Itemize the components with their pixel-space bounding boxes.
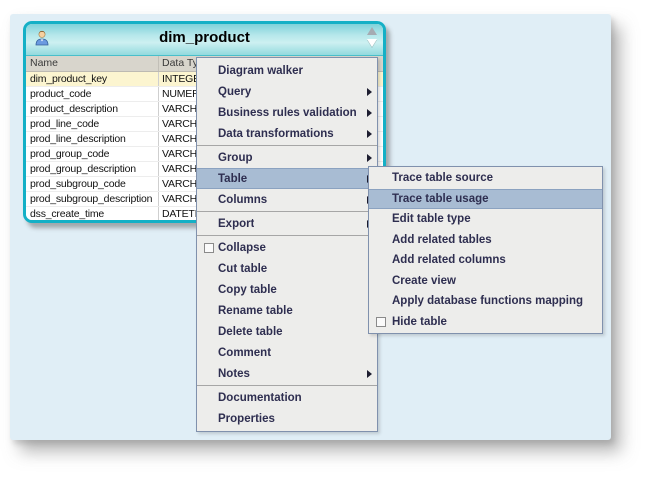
menu-item-export[interactable]: Export: [197, 213, 377, 234]
column-name: prod_line_description: [26, 132, 159, 146]
menu-item-copy-table[interactable]: Copy table: [197, 279, 377, 300]
menu-separator: [197, 145, 377, 146]
column-name: dss_create_time: [26, 207, 159, 220]
menu-item-label: Rename table: [218, 304, 293, 317]
table-submenu: Trace table source Trace table usage Edi…: [368, 166, 603, 334]
table-header[interactable]: dim_product: [26, 24, 383, 56]
menu-item-properties[interactable]: Properties: [197, 408, 377, 429]
menu-item-label: Add related columns: [392, 254, 506, 267]
menu-item-label: Trace table source: [392, 172, 493, 185]
menu-separator: [197, 235, 377, 236]
menu-item-label: Cut table: [218, 262, 268, 275]
menu-item-columns[interactable]: Columns: [197, 189, 377, 210]
menu-item-table[interactable]: Table: [197, 168, 377, 189]
menu-item-label: Data transformations: [218, 127, 334, 140]
menu-item-label: Diagram walker: [218, 64, 304, 77]
menu-item-label: Table: [218, 172, 248, 185]
submenu-arrow-icon: [367, 369, 372, 378]
submenu-arrow-icon: [367, 129, 372, 138]
menu-item-label: Business rules validation: [218, 106, 357, 119]
menu-item-label: Collapse: [218, 241, 266, 254]
menu-item-label: Export: [218, 217, 255, 230]
column-name: dim_product_key: [26, 72, 159, 86]
menu-item-label: Add related tables: [392, 233, 492, 246]
submenu-item-edit-table-type[interactable]: Edit table type: [369, 209, 602, 230]
checkbox-icon: [204, 242, 214, 253]
menu-item-group[interactable]: Group: [197, 147, 377, 168]
menu-item-label: Notes: [218, 367, 250, 380]
person-icon: [33, 29, 51, 47]
menu-item-data-transformations[interactable]: Data transformations: [197, 123, 377, 144]
menu-item-label: Hide table: [392, 315, 447, 328]
column-name: prod_subgroup_description: [26, 192, 159, 206]
submenu-item-add-related-columns[interactable]: Add related columns: [369, 250, 602, 271]
submenu-item-add-related-tables[interactable]: Add related tables: [369, 230, 602, 251]
menu-item-rename-table[interactable]: Rename table: [197, 300, 377, 321]
menu-item-label: Query: [218, 85, 252, 98]
column-name: product_description: [26, 102, 159, 116]
menu-item-delete-table[interactable]: Delete table: [197, 321, 377, 342]
scroll-up-icon[interactable]: [367, 27, 377, 35]
column-header-name: Name: [26, 56, 159, 71]
menu-item-label: Delete table: [218, 325, 283, 338]
menu-separator: [197, 211, 377, 212]
menu-item-business-rules-validation[interactable]: Business rules validation: [197, 102, 377, 123]
menu-item-query[interactable]: Query: [197, 81, 377, 102]
menu-item-label: Comment: [218, 346, 272, 359]
menu-separator: [197, 385, 377, 386]
menu-item-cut-table[interactable]: Cut table: [197, 258, 377, 279]
menu-item-label: Trace table usage: [392, 192, 489, 205]
menu-item-comment[interactable]: Comment: [197, 342, 377, 363]
menu-item-label: Create view: [392, 274, 456, 287]
menu-item-label: Copy table: [218, 283, 277, 296]
table-title: dim_product: [159, 29, 250, 46]
submenu-item-trace-table-usage[interactable]: Trace table usage: [369, 188, 602, 209]
submenu-item-apply-database-functions-mapping[interactable]: Apply database functions mapping: [369, 291, 602, 312]
menu-item-label: Documentation: [218, 391, 302, 404]
menu-item-documentation[interactable]: Documentation: [197, 387, 377, 408]
submenu-item-create-view[interactable]: Create view: [369, 271, 602, 292]
context-menu: Diagram walker Query Business rules vali…: [196, 57, 378, 432]
column-name: prod_group_code: [26, 147, 159, 161]
menu-item-notes[interactable]: Notes: [197, 363, 377, 384]
menu-item-label: Edit table type: [392, 213, 471, 226]
checkbox-icon: [376, 316, 386, 327]
column-name: prod_subgroup_code: [26, 177, 159, 191]
menu-item-label: Group: [218, 151, 253, 164]
menu-item-label: Apply database functions mapping: [392, 295, 584, 308]
menu-item-collapse[interactable]: Collapse: [197, 237, 377, 258]
menu-item-label: Properties: [218, 412, 275, 425]
menu-item-diagram-walker[interactable]: Diagram walker: [197, 60, 377, 81]
menu-item-label: Columns: [218, 193, 268, 206]
submenu-arrow-icon: [367, 108, 372, 117]
column-name: prod_group_description: [26, 162, 159, 176]
submenu-arrow-icon: [367, 87, 372, 96]
submenu-arrow-icon: [367, 153, 372, 162]
submenu-item-hide-table[interactable]: Hide table: [369, 312, 602, 333]
column-name: product_code: [26, 87, 159, 101]
scroll-down-icon[interactable]: [367, 39, 377, 47]
column-name: prod_line_code: [26, 117, 159, 131]
submenu-item-trace-table-source[interactable]: Trace table source: [369, 168, 602, 189]
